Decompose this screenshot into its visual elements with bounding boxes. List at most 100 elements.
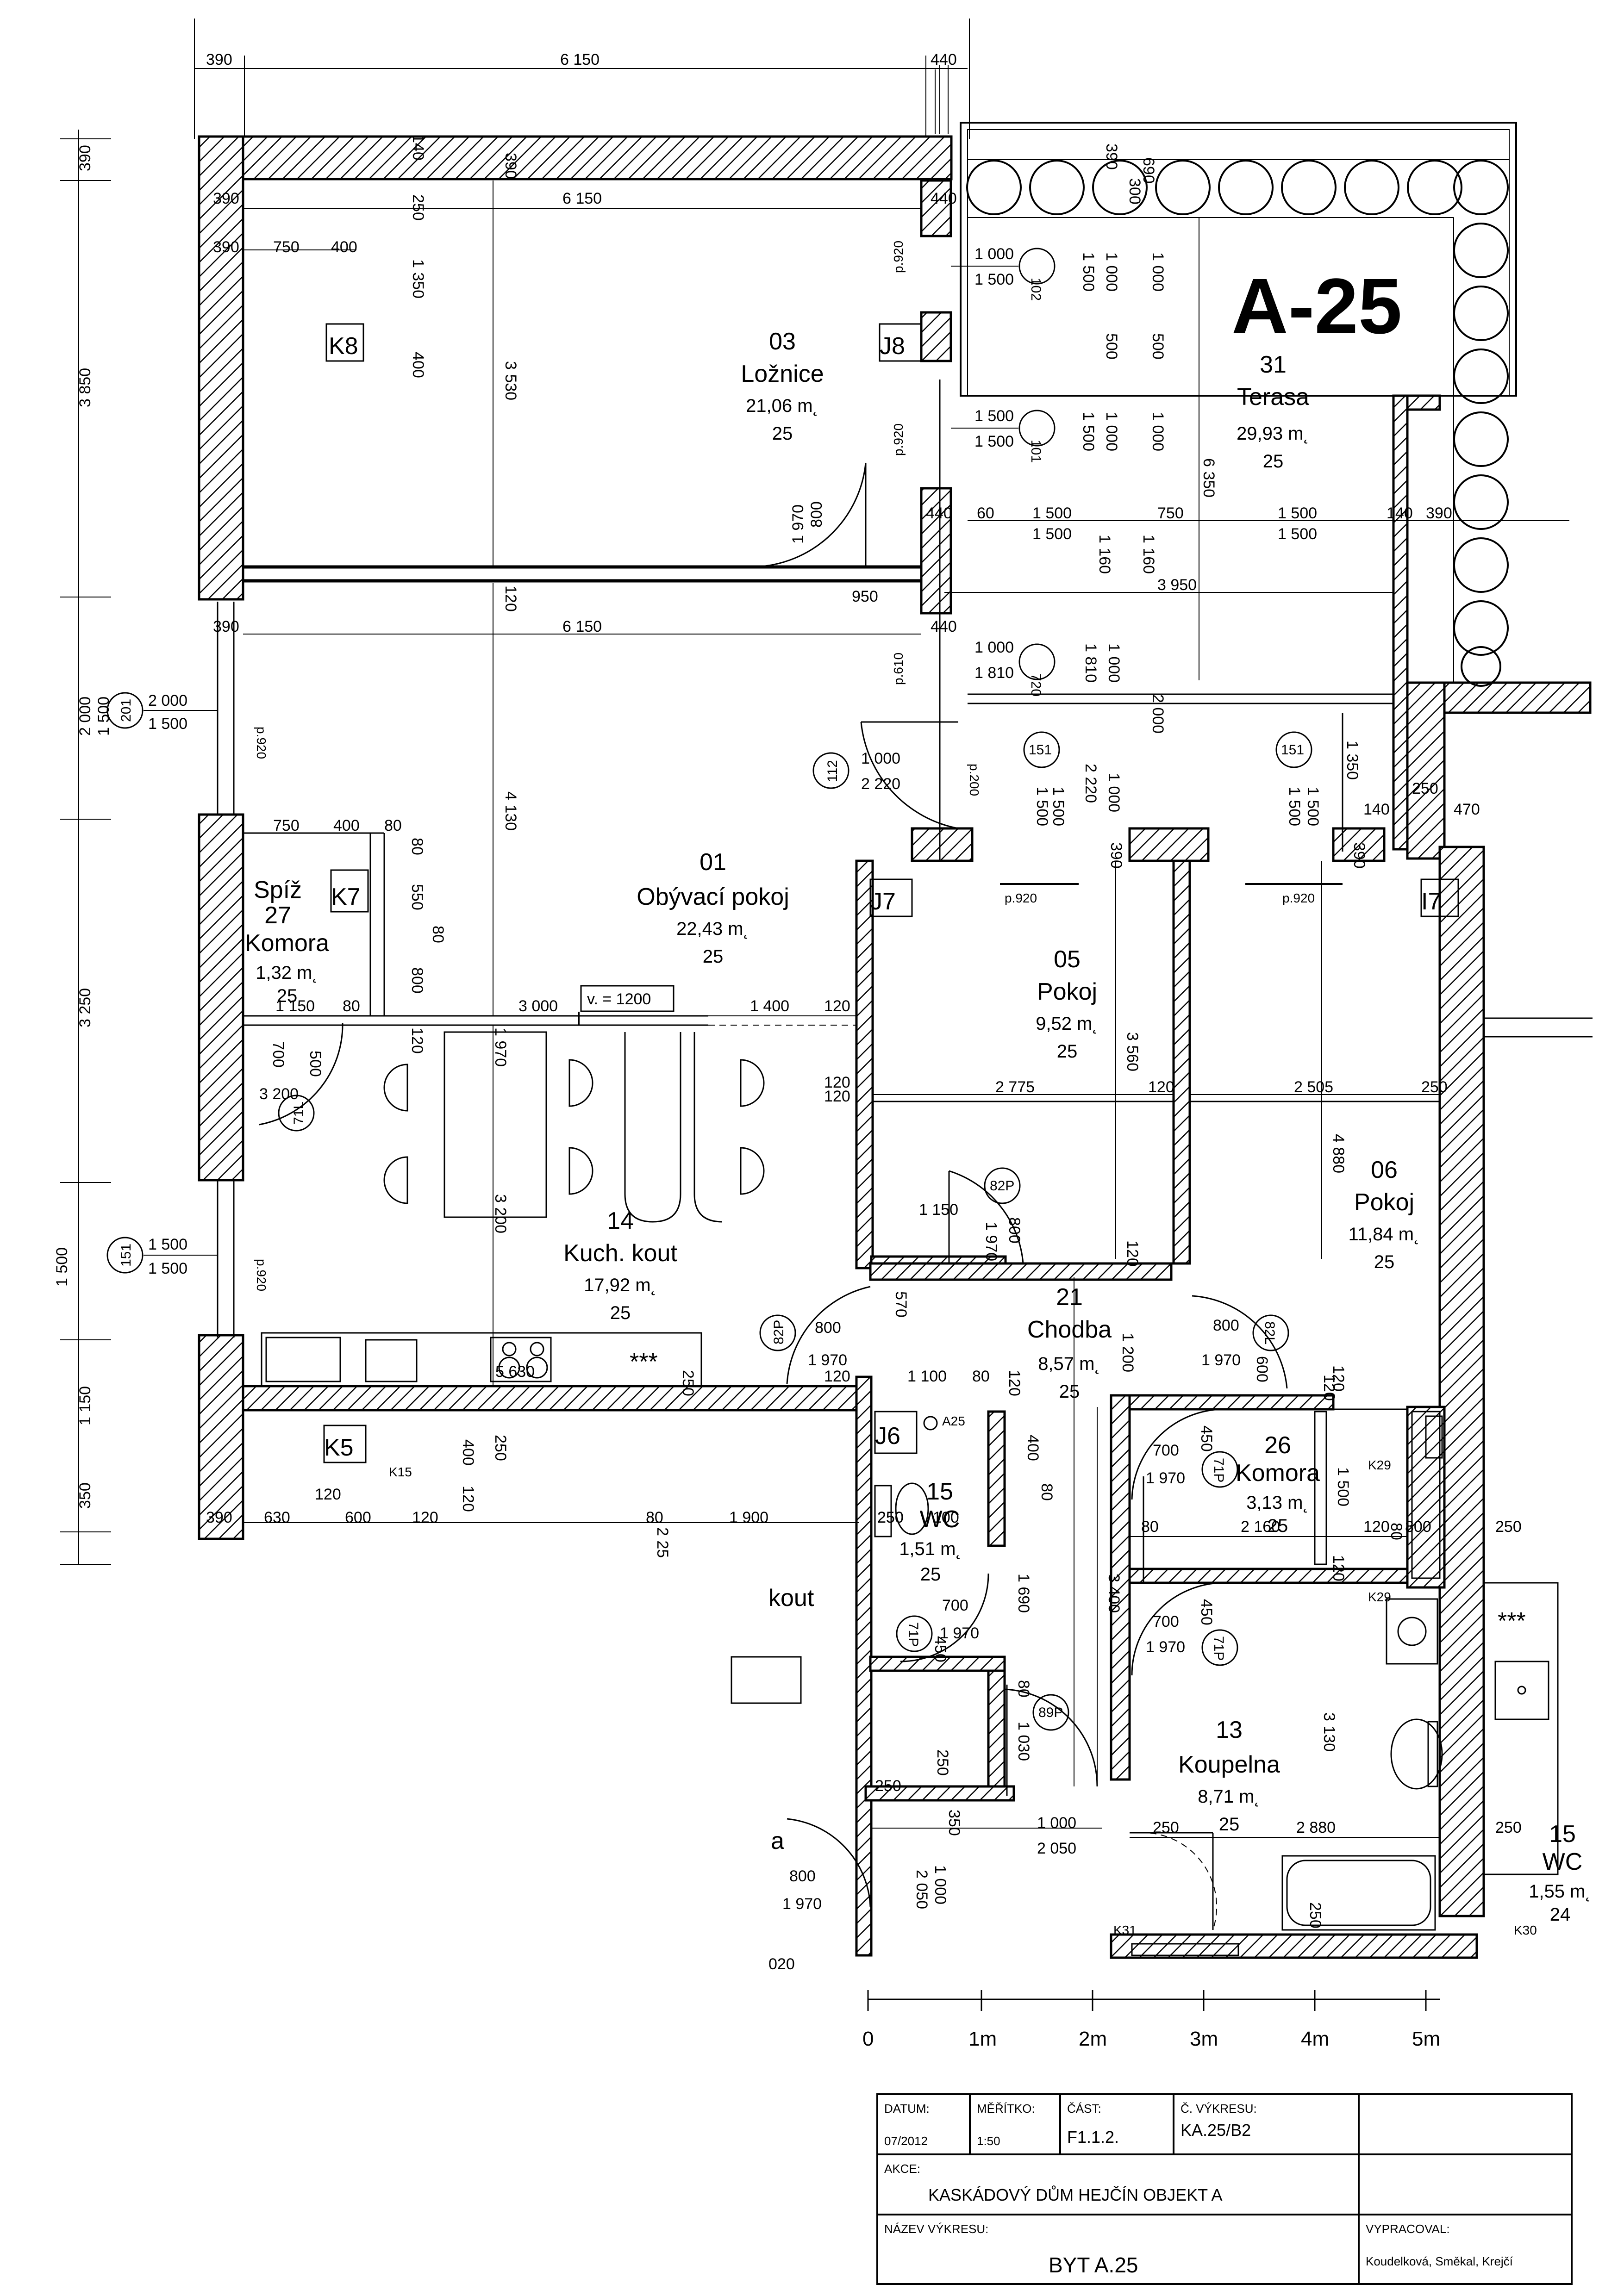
door-tag-82p-a: 82P (990, 1178, 1014, 1194)
svg-text:250: 250 (877, 1509, 904, 1526)
svg-text:1 500: 1 500 (148, 1236, 187, 1253)
svg-text:17,92 m˛: 17,92 m˛ (584, 1275, 657, 1295)
svg-text:1 970: 1 970 (940, 1624, 979, 1642)
svg-text:1 030: 1 030 (1015, 1722, 1032, 1761)
svg-text:21: 21 (1056, 1284, 1083, 1311)
svg-text:p.200: p.200 (967, 764, 981, 796)
svg-text:Obývací pokoj: Obývací pokoj (637, 884, 789, 910)
scale-label-1: 1m (968, 2028, 997, 2050)
svg-text:80: 80 (343, 997, 360, 1015)
svg-text:250: 250 (679, 1370, 697, 1396)
svg-text:8,71 m˛: 8,71 m˛ (1198, 1786, 1261, 1807)
svg-text:1 000: 1 000 (974, 245, 1014, 263)
kout-fragment: kout (768, 1585, 814, 1612)
svg-text:1 000: 1 000 (861, 750, 900, 767)
svg-text:250: 250 (1153, 1819, 1179, 1836)
svg-text:1 500: 1 500 (1286, 787, 1303, 826)
equipment-tag-j7-a: J7 (870, 888, 896, 915)
svg-text:140: 140 (409, 134, 427, 161)
svg-text:25: 25 (703, 946, 724, 967)
svg-text:250: 250 (875, 1777, 901, 1795)
svg-text:03: 03 (769, 328, 796, 355)
scale-label-3: 3m (1190, 2028, 1218, 2050)
svg-text:2 000: 2 000 (148, 692, 187, 709)
svg-text:400: 400 (331, 238, 357, 256)
svg-text:1 500: 1 500 (148, 1260, 187, 1277)
dim-top-1: 390 (206, 51, 232, 68)
tb-vypracoval-label: VYPRACOVAL: (1366, 2222, 1450, 2236)
svg-text:Komora: Komora (1236, 1460, 1320, 1487)
svg-text:13: 13 (1216, 1717, 1243, 1743)
svg-text:p.920: p.920 (891, 423, 906, 456)
room-15-label: 15 WC 1,51 m˛ 25 (899, 1478, 962, 1585)
svg-text:25: 25 (772, 423, 793, 444)
terrace-planters (966, 159, 1509, 687)
svg-text:140: 140 (1363, 801, 1390, 818)
svg-text:3,13 m˛: 3,13 m˛ (1246, 1493, 1309, 1513)
svg-text:14: 14 (607, 1207, 634, 1234)
svg-text:400: 400 (459, 1439, 477, 1466)
svg-text:800: 800 (1213, 1317, 1239, 1334)
svg-text:8,57 m˛: 8,57 m˛ (1038, 1354, 1101, 1374)
svg-text:80: 80 (646, 1509, 663, 1526)
svg-text:4 880: 4 880 (1330, 1134, 1347, 1173)
svg-text:Chodba: Chodba (1027, 1316, 1112, 1343)
svg-text:500: 500 (1103, 333, 1120, 360)
svg-text:25: 25 (1057, 1041, 1078, 1062)
svg-text:600: 600 (1253, 1356, 1271, 1382)
svg-text:950: 950 (852, 588, 878, 605)
svg-text:250: 250 (934, 1749, 951, 1776)
svg-text:6 350: 6 350 (1200, 458, 1218, 498)
svg-text:1 500: 1 500 (1334, 1467, 1352, 1506)
svg-text:60: 60 (977, 504, 994, 522)
door-tag-71l: 71L (291, 1101, 306, 1125)
svg-text:4 130: 4 130 (502, 791, 519, 831)
dim-left-5: 1 150 (76, 1386, 94, 1425)
svg-text:120: 120 (1330, 1555, 1347, 1581)
svg-text:500: 500 (306, 1051, 324, 1077)
svg-text:25: 25 (1374, 1252, 1395, 1272)
svg-text:630: 630 (264, 1509, 290, 1526)
svg-text:p.920: p.920 (891, 241, 906, 273)
svg-text:390: 390 (213, 238, 239, 256)
svg-text:800: 800 (1405, 1518, 1431, 1536)
tb-cast: F1.1.2. (1067, 2128, 1119, 2147)
svg-text:1 500: 1 500 (1278, 525, 1317, 543)
tb-meritko: 1:50 (977, 2134, 1000, 2148)
svg-text:120: 120 (824, 1074, 850, 1091)
svg-text:700: 700 (1153, 1613, 1179, 1630)
svg-text:1 000: 1 000 (1037, 1814, 1076, 1832)
svg-text:2 220: 2 220 (861, 775, 900, 793)
svg-text:1,51 m˛: 1,51 m˛ (899, 1539, 962, 1559)
svg-text:1 350: 1 350 (409, 259, 427, 299)
svg-text:2 220: 2 220 (1082, 764, 1099, 803)
svg-text:1,32 m˛: 1,32 m˛ (256, 963, 319, 983)
svg-text:400: 400 (1024, 1435, 1042, 1461)
svg-text:3 400: 3 400 (1105, 1574, 1123, 1613)
svg-text:2 880: 2 880 (1296, 1819, 1336, 1836)
kitchen-stars: *** (630, 1349, 658, 1375)
svg-text:1 970: 1 970 (492, 1027, 509, 1067)
svg-text:140: 140 (1387, 504, 1413, 522)
svg-text:440: 440 (931, 190, 957, 207)
tb-vypracoval: Koudelková, Směkal, Krejčí (1366, 2254, 1513, 2268)
svg-text:1 500: 1 500 (1278, 504, 1317, 522)
scale-label-0: 0 (862, 2028, 874, 2050)
svg-text:400: 400 (409, 352, 427, 378)
svg-text:1 500: 1 500 (974, 271, 1014, 288)
svg-text:120: 120 (1330, 1365, 1347, 1392)
door-tag-82l: 82L (1262, 1321, 1277, 1344)
svg-text:11,84 m˛: 11,84 m˛ (1349, 1224, 1420, 1244)
svg-text:25: 25 (920, 1564, 941, 1585)
svg-text:120: 120 (1148, 1078, 1174, 1096)
svg-text:29,93 m˛: 29,93 m˛ (1237, 423, 1310, 444)
svg-text:Koupelna: Koupelna (1178, 1751, 1280, 1778)
svg-text:2 000: 2 000 (1149, 694, 1167, 734)
svg-text:250: 250 (1495, 1819, 1522, 1836)
svg-text:1 100: 1 100 (907, 1368, 947, 1385)
svg-text:p.920: p.920 (254, 727, 269, 759)
svg-text:1 500: 1 500 (1304, 787, 1322, 826)
tb-datum: 07/2012 (884, 2134, 928, 2148)
svg-text:800: 800 (1006, 1217, 1023, 1244)
svg-text:120: 120 (1006, 1370, 1023, 1396)
